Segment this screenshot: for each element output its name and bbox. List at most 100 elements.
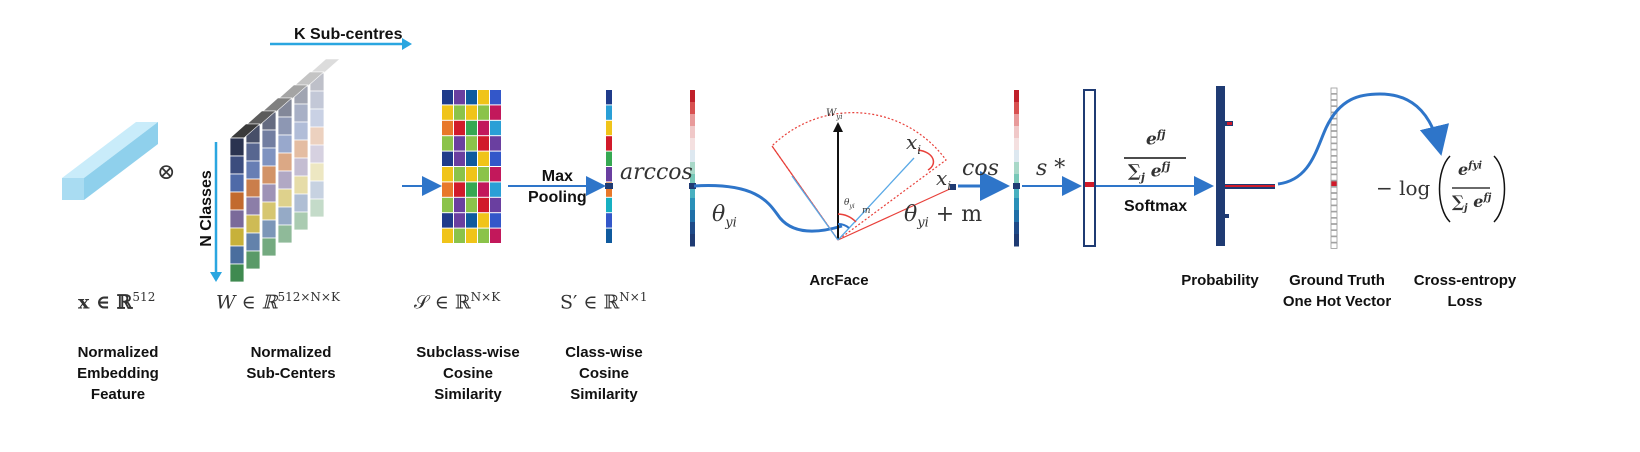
cube-cell [309, 198, 325, 218]
cube-cell [293, 157, 309, 177]
similarity-cell [478, 197, 489, 213]
cube-cell [277, 116, 293, 136]
softmax-label: Softmax [1124, 198, 1188, 215]
classwise-cell [606, 90, 612, 105]
cube-cell [293, 103, 309, 123]
similarity-cell [442, 213, 453, 228]
cube-cell [293, 121, 309, 141]
similarity-cell [442, 167, 453, 182]
gradient-cell [1014, 114, 1019, 127]
cube-cell [277, 152, 293, 172]
gradient-cell [690, 198, 695, 211]
one-hot-cell [1330, 168, 1338, 175]
caption-arcface: ArcFace [809, 272, 869, 289]
similarity-cell [442, 90, 453, 105]
cube-cell [277, 188, 293, 208]
cube-cell [245, 142, 261, 162]
gradient-cell [1014, 138, 1019, 151]
cube-cell [309, 126, 325, 146]
theta-yi-label: θyi [712, 202, 737, 231]
gradient-cell [690, 102, 695, 115]
probability-bar [1216, 86, 1275, 246]
similarity-cell [442, 182, 453, 197]
theta-arc [837, 223, 850, 229]
one-hot-cell [1330, 199, 1338, 206]
one-hot-cell [1330, 174, 1338, 181]
gradient-cell [690, 162, 695, 175]
subclass-similarity-grid [442, 90, 501, 243]
otimes-symbol: ⊗ [157, 160, 176, 185]
similarity-cell [490, 151, 501, 166]
similarity-cell [442, 197, 453, 213]
classwise-cell [606, 120, 612, 136]
one-hot-cell [1330, 100, 1338, 107]
similarity-cell [442, 105, 453, 120]
similarity-cell [490, 213, 501, 228]
arc-m-label: m [862, 206, 871, 216]
cube-cell [245, 214, 261, 234]
caption-probability: Probability [1181, 272, 1259, 289]
similarity-cell [478, 182, 489, 197]
similarity-cell [454, 151, 465, 166]
similarity-cell [454, 120, 465, 136]
one-hot-cell [1330, 192, 1338, 200]
cube-cell [229, 137, 245, 157]
cube-cell [229, 227, 245, 247]
loss-denominator: ∑j efj [1452, 192, 1492, 215]
cube-cell [245, 160, 261, 180]
similarity-cell [466, 90, 477, 105]
classwise-cell [606, 182, 612, 197]
cube-cell [229, 191, 245, 211]
classwise-cell [606, 228, 612, 243]
cube-cell [309, 108, 325, 128]
one-hot-cell [1330, 230, 1338, 237]
cube-cell [261, 129, 277, 149]
cube-cell [293, 175, 309, 195]
cube-cell [293, 139, 309, 159]
classwise-cell [606, 105, 612, 120]
one-hot-cell [1330, 93, 1338, 100]
highlight-cell [1013, 183, 1020, 189]
cube-cell [261, 147, 277, 167]
cube-cell [245, 232, 261, 252]
w-yi-label: Wyi [826, 108, 843, 121]
one-hot-cell [1330, 87, 1338, 94]
cube-cell [261, 183, 277, 203]
similarity-cell [454, 136, 465, 151]
similarity-cell [490, 167, 501, 182]
gradient-cell [690, 174, 695, 187]
similarity-cell [454, 90, 465, 105]
similarity-cell [466, 182, 477, 197]
similarity-cell [466, 105, 477, 120]
xi-bracket [917, 149, 935, 171]
gradient-cell [1014, 102, 1019, 115]
formula-x: x ∈ ℝ512 [78, 290, 156, 314]
similarity-cell [490, 105, 501, 120]
classwise-cell [606, 151, 612, 166]
similarity-cell [466, 151, 477, 166]
cube-cell [277, 170, 293, 190]
theta-column [689, 90, 696, 247]
cube-cell [229, 173, 245, 193]
similarity-cell [490, 197, 501, 213]
arrow-to-loss [1277, 92, 1450, 186]
margin-arc [837, 213, 857, 223]
loss-paren-right [1493, 155, 1506, 223]
one-hot-vector [1330, 87, 1338, 249]
arrow-theta-curve [693, 184, 843, 233]
cube-cell [229, 209, 245, 229]
softmax-denominator: ∑j efj [1128, 160, 1171, 185]
similarity-cell [490, 136, 501, 151]
classwise-similarity-column [605, 90, 613, 243]
k-subcentres-arrow [270, 38, 412, 50]
cube-cell [277, 224, 293, 244]
similarity-cell [466, 197, 477, 213]
xi-top-label: xi [906, 130, 922, 157]
similarity-cell [466, 120, 477, 136]
similarity-cell [478, 167, 489, 182]
cube-cell [293, 211, 309, 231]
xi-vector-right [837, 157, 915, 241]
